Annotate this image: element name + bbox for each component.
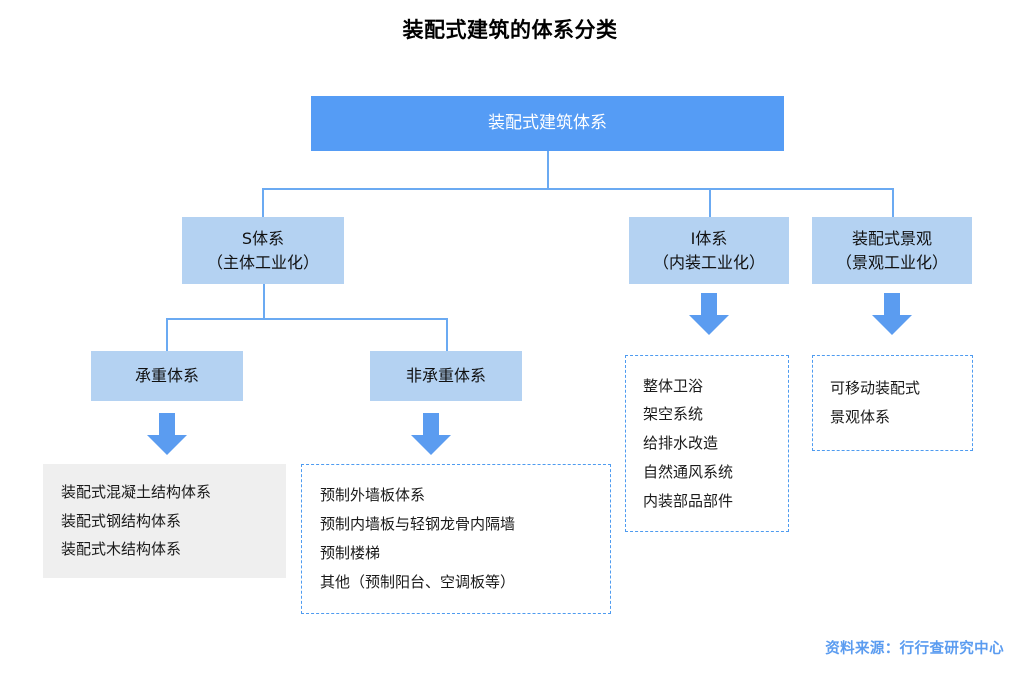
node-landscape-system-line1: 装配式景观 bbox=[851, 229, 932, 249]
connector-s-stem bbox=[263, 284, 265, 318]
list-item: 预制外墙板体系 bbox=[320, 486, 426, 505]
list-item: 装配式混凝土结构体系 bbox=[61, 482, 212, 501]
connector-root-bus bbox=[262, 188, 893, 190]
list-item: 装配式木结构体系 bbox=[61, 540, 182, 559]
list-item: 整体卫浴 bbox=[643, 376, 704, 395]
node-landscape-system-line2: （景观工业化） bbox=[835, 252, 948, 272]
down-arrow-icon-non-load-bearing bbox=[408, 411, 454, 457]
node-root-label: 装配式建筑体系 bbox=[488, 113, 607, 134]
node-root[interactable]: 装配式建筑体系 bbox=[311, 96, 784, 151]
connector-s-bus bbox=[166, 318, 447, 320]
list-item: 预制楼梯 bbox=[320, 544, 381, 562]
node-i-system-line2: （内装工业化） bbox=[652, 252, 765, 272]
node-s-system[interactable]: S体系 （主体工业化） bbox=[182, 217, 344, 284]
list-item: 景观体系 bbox=[830, 408, 891, 426]
connector-to-landscape bbox=[892, 188, 894, 217]
down-arrow-icon-landscape bbox=[869, 291, 915, 337]
connector-to-s bbox=[262, 188, 264, 217]
list-item: 其他（预制阳台、空调板等） bbox=[320, 572, 516, 591]
node-s-system-line1: S体系 bbox=[241, 229, 285, 249]
node-load-bearing[interactable]: 承重体系 bbox=[91, 351, 243, 401]
connector-to-non-load-bearing bbox=[446, 318, 448, 351]
list-item: 预制内墙板与轻钢龙骨内隔墙 bbox=[320, 515, 516, 534]
list-item: 自然通风系统 bbox=[643, 462, 734, 481]
list-item: 装配式钢结构体系 bbox=[61, 511, 182, 530]
connector-to-i bbox=[709, 188, 711, 217]
node-load-bearing-label: 承重体系 bbox=[134, 366, 199, 386]
node-non-load-bearing[interactable]: 非承重体系 bbox=[370, 351, 522, 401]
list-item: 可移动装配式 bbox=[830, 379, 921, 398]
node-i-system-line1: I体系 bbox=[690, 229, 728, 249]
connector-root-stem bbox=[547, 151, 549, 188]
node-s-system-line2: （主体工业化） bbox=[206, 252, 319, 272]
list-item: 给排水改造 bbox=[643, 434, 719, 453]
page-title: 装配式建筑的体系分类 bbox=[402, 18, 618, 42]
down-arrow-icon-load-bearing bbox=[144, 411, 190, 457]
list-item: 架空系统 bbox=[643, 405, 704, 424]
node-non-load-bearing-label: 非承重体系 bbox=[405, 366, 486, 386]
down-arrow-icon-interior bbox=[686, 291, 732, 337]
list-item: 内装部品部件 bbox=[643, 491, 734, 510]
connector-to-load-bearing bbox=[166, 318, 168, 351]
node-landscape-system[interactable]: 装配式景观 （景观工业化） bbox=[812, 217, 972, 284]
leaf-landscape-list: 可移动装配式 景观体系 bbox=[812, 355, 973, 451]
leaf-non-load-bearing-list: 预制外墙板体系 预制内墙板与轻钢龙骨内隔墙 预制楼梯 其他（预制阳台、空调板等） bbox=[301, 464, 611, 614]
source-note: 资料来源：行行查研究中心 bbox=[825, 641, 1004, 657]
node-i-system[interactable]: I体系 （内装工业化） bbox=[629, 217, 789, 284]
leaf-load-bearing-list: 装配式混凝土结构体系 装配式钢结构体系 装配式木结构体系 bbox=[43, 464, 286, 578]
leaf-interior-list: 整体卫浴 架空系统 给排水改造 自然通风系统 内装部品部件 bbox=[625, 355, 789, 532]
